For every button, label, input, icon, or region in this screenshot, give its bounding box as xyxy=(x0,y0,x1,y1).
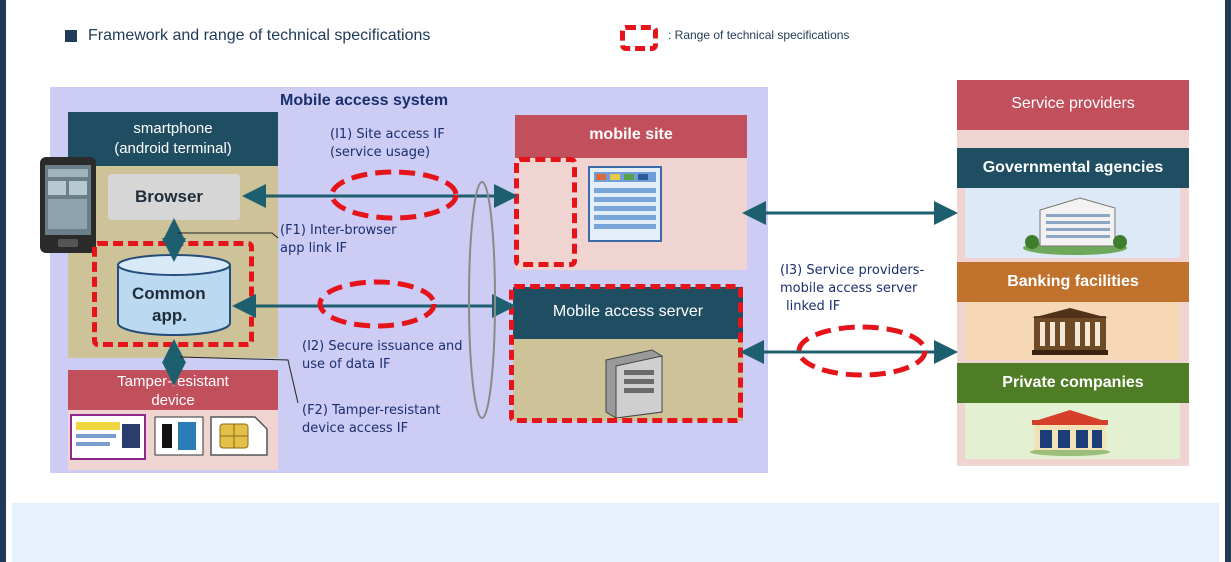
i3-label-line3: linked IF xyxy=(786,299,841,314)
sim-card-icon xyxy=(210,416,268,456)
common-app-cylinder-icon xyxy=(115,253,233,339)
lower-empty-band xyxy=(12,503,1219,562)
gov-building-icon xyxy=(1020,190,1130,256)
smartphone-header: smartphone (android terminal) xyxy=(68,112,278,166)
legend-label: : Range of technical specifications xyxy=(668,28,850,42)
common-app-label-line1: Common xyxy=(132,284,206,303)
interface-group-ellipse xyxy=(468,181,496,419)
private-companies-label: Private companies xyxy=(1002,374,1144,391)
common-app-label-line2: app. xyxy=(152,306,187,325)
i1-spec-range-ellipse xyxy=(329,169,459,221)
browser-label: Browser xyxy=(135,187,204,206)
i3-spec-range-ellipse xyxy=(796,324,928,378)
i1-label-line2: (service usage) xyxy=(330,145,431,160)
mobile-site-spec-range xyxy=(514,157,577,267)
f1-leader-line xyxy=(178,232,279,239)
server-tower-icon xyxy=(596,346,668,419)
smartphone-title-line2: (android terminal) xyxy=(114,140,232,157)
banking-header: Banking facilities xyxy=(957,262,1189,302)
legend-dashed-box-icon xyxy=(620,25,658,51)
smartphone-icon xyxy=(38,155,98,255)
i3-label-line2: mobile access server xyxy=(780,281,918,296)
ic-reader-icon xyxy=(154,416,204,456)
private-companies-header: Private companies xyxy=(957,363,1189,403)
gov-agencies-label: Governmental agencies xyxy=(982,159,1164,176)
shop-building-icon xyxy=(1028,406,1112,456)
i3-label-line1: (I3) Service providers- xyxy=(780,263,925,278)
f2-label-line1: (F2) Tamper-resistant xyxy=(302,403,441,418)
server-title: Mobile access server xyxy=(552,303,704,320)
header-title: Framework and range of technical specifi… xyxy=(88,27,431,44)
i1-label-line1: (I1) Site access IF xyxy=(330,127,445,142)
id-card-icon xyxy=(70,414,146,460)
service-providers-header: Service providers xyxy=(957,80,1189,130)
i2-label-line2: use of data IF xyxy=(302,357,391,372)
mobile-site-header: mobile site xyxy=(515,115,747,158)
i2-spec-range-ellipse xyxy=(317,279,437,329)
f1-label-line1: (F1) Inter-browser xyxy=(280,223,397,238)
web-page-icon xyxy=(588,166,662,242)
service-providers-title: Service providers xyxy=(1011,95,1135,112)
mobile-site-title: mobile site xyxy=(589,126,673,143)
bank-building-icon xyxy=(1030,306,1110,356)
gov-agencies-header: Governmental agencies xyxy=(957,148,1189,188)
f2-label-line2: device access IF xyxy=(302,421,409,436)
f1-label-line2: app link IF xyxy=(280,241,348,256)
banking-label: Banking facilities xyxy=(1007,273,1139,290)
server-header: Mobile access server xyxy=(513,287,743,339)
header-bullet-icon xyxy=(65,30,77,42)
tamper-title-line2: device xyxy=(151,392,195,409)
smartphone-title-line1: smartphone xyxy=(133,120,213,137)
browser-box xyxy=(108,174,240,220)
i2-label-line1: (I2) Secure issuance and xyxy=(302,339,463,354)
f2-leader-line xyxy=(179,356,299,404)
system-title: Mobile access system xyxy=(280,92,449,109)
